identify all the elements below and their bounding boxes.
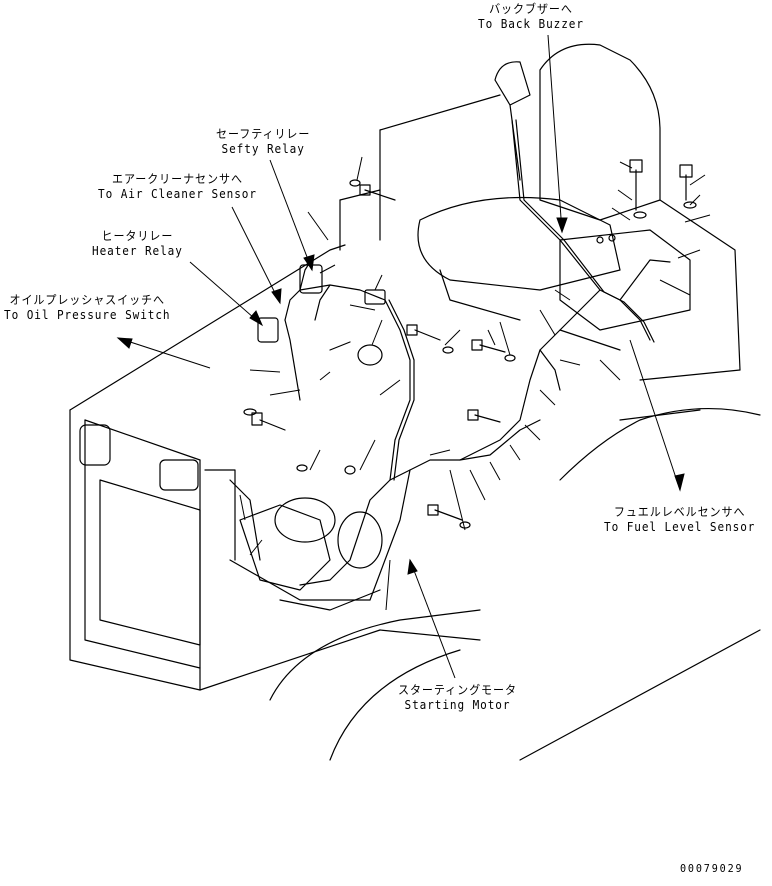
heater-relay-label-en: Heater Relay [92,244,183,258]
machine-body-outline [69,43,761,761]
oil-pressure-switch-label-en: To Oil Pressure Switch [4,308,171,322]
oil-pressure-switch-label-ja: オイルプレッシャスイッチへ [9,293,165,307]
figure-number: 00079029 [680,862,744,875]
oil-pressure-switch-label: オイルプレッシャスイッチへ To Oil Pressure Switch [4,293,170,323]
air-cleaner-sensor-label-en: To Air Cleaner Sensor [98,187,257,201]
heater-relay-label: ヒータリレー Heater Relay [92,229,183,259]
starting-motor-label: スターティングモータ Starting Motor [398,683,517,713]
back-buzzer-label-en: To Back Buzzer [478,17,584,31]
fuel-level-sensor-label: フュエルレベルセンサへ To Fuel Level Sensor [604,505,755,535]
back-buzzer-label: バックブザーへ To Back Buzzer [478,2,584,32]
back-buzzer-label-ja: バックブザーへ [489,2,573,16]
heater-relay-label-ja: ヒータリレー [101,229,174,243]
safety-relay-label: セーフティリレー Sefty Relay [216,127,310,157]
safety-relay-label-ja: セーフティリレー [216,127,311,141]
wire-harness [284,119,671,601]
air-cleaner-sensor-label-ja: エアークリーナセンサへ [112,172,243,186]
fuel-level-sensor-label-ja: フュエルレベルセンサへ [613,505,746,519]
starting-motor-label-en: Starting Motor [404,698,511,712]
fuel-level-sensor-label-en: To Fuel Level Sensor [604,520,756,534]
starting-motor-label-ja: スターティングモータ [398,683,517,697]
safety-relay-label-en: Sefty Relay [221,142,305,156]
leader-lines [117,34,711,679]
air-cleaner-sensor-label: エアークリーナセンサへ To Air Cleaner Sensor [98,172,257,202]
leader-arrowheads [116,217,685,575]
